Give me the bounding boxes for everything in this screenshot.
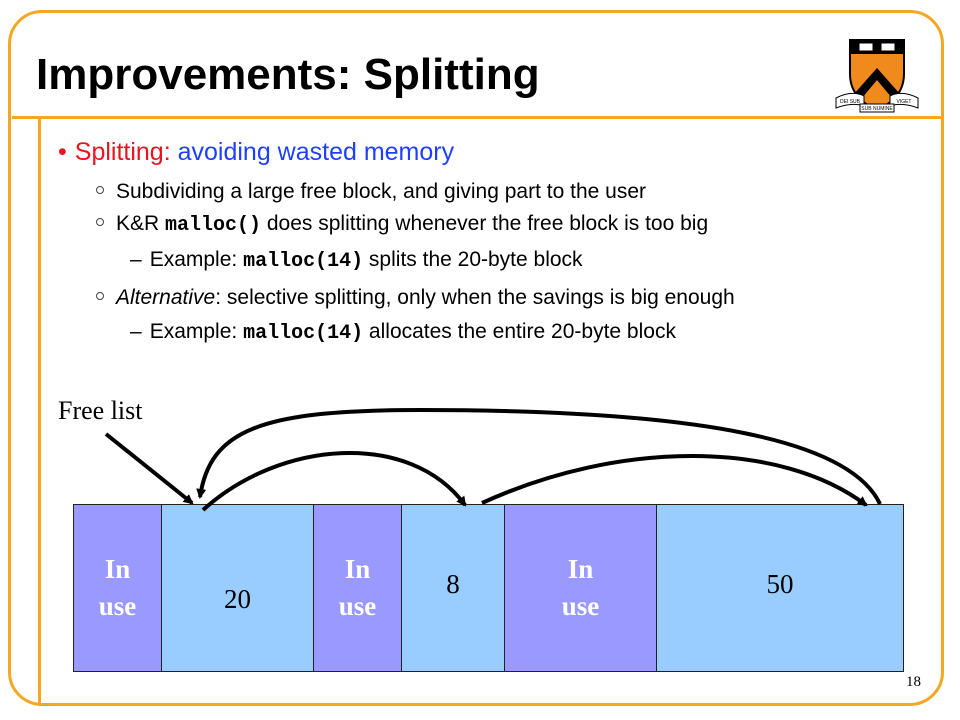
bullet-lead: Splitting: — [74, 138, 171, 166]
title-divider — [12, 116, 942, 119]
code-malloc: malloc() — [165, 214, 262, 237]
subitem-emphasis: Alternative — [116, 286, 216, 309]
bullet-rest: avoiding wasted memory — [170, 138, 455, 166]
block-size-label: 8 — [446, 568, 460, 599]
block-label-line1: In — [344, 554, 371, 584]
block-in-use-1: In use — [74, 505, 162, 671]
block-free-50: 50 — [657, 505, 903, 671]
slide-title: Improvements: Splitting — [36, 50, 540, 99]
dash: – — [130, 320, 142, 343]
block-label-line2: use — [98, 591, 137, 621]
block-label-line1: In — [567, 554, 594, 584]
subitem-post: does splitting whenever the free block i… — [261, 212, 709, 235]
example-pre: Example: — [149, 320, 244, 343]
circle-bullet-icon — [96, 292, 104, 301]
example-post: allocates the entire 20-byte block — [363, 320, 676, 343]
subitem-text: Subdividing a large free block, and givi… — [116, 180, 646, 203]
slide-frame — [8, 10, 944, 706]
princeton-shield-icon: DEI SUB SUB NUMINE VIGET — [835, 39, 919, 113]
example-post: splits the 20-byte block — [363, 248, 583, 271]
block-size-label: 50 — [766, 568, 794, 599]
free-list-label: Free list — [58, 396, 143, 425]
logo-motto-mid: SUB NUMINE — [861, 106, 893, 112]
circle-bullet-icon — [96, 218, 104, 227]
block-label-line1: In — [104, 554, 131, 584]
memory-blocks: In use 20 In use 8 In use 50 — [73, 504, 904, 672]
block-in-use-2: In use — [314, 505, 402, 671]
left-margin-rule — [38, 116, 41, 706]
block-free-8: 8 — [402, 505, 505, 671]
bullet-splitting: •Splitting: avoiding wasted memory — [58, 138, 454, 167]
dash: – — [130, 248, 142, 271]
example-splits: –Example: malloc(14) splits the 20-byte … — [130, 248, 583, 273]
example-pre: Example: — [149, 248, 244, 271]
subitem-subdividing: Subdividing a large free block, and givi… — [96, 180, 646, 204]
subitem-pre: K&R — [116, 212, 166, 235]
circle-bullet-icon — [96, 186, 104, 195]
logo-motto-left: DEI SUB — [840, 99, 861, 105]
bullet-dot: • — [58, 138, 67, 166]
page-number: 18 — [906, 674, 921, 690]
block-free-20: 20 — [162, 505, 314, 671]
code-malloc-14: malloc(14) — [243, 322, 364, 345]
subitem-alternative: Alternative: selective splitting, only w… — [96, 286, 735, 310]
code-malloc-14: malloc(14) — [243, 250, 364, 273]
subitem-kr-malloc: K&R malloc() does splitting whenever the… — [96, 212, 708, 237]
block-size-label: 20 — [224, 583, 251, 614]
logo-motto-right: VIGET — [896, 99, 911, 105]
subitem-post: : selective splitting, only when the sav… — [215, 286, 735, 309]
block-label-line2: use — [561, 591, 600, 621]
example-allocates: –Example: malloc(14) allocates the entir… — [130, 320, 676, 345]
block-in-use-3: In use — [505, 505, 657, 671]
block-label-line2: use — [338, 591, 377, 621]
